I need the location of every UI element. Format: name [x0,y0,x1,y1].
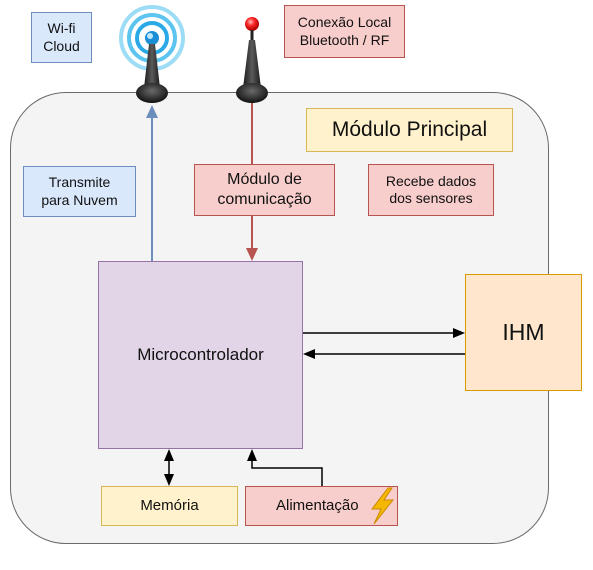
memory-block: Memória [101,486,238,526]
power-block: Alimentação [245,486,398,526]
lightning-icon [370,487,395,525]
module-title: Módulo Principal [306,108,513,152]
radio-antenna-icon [236,17,268,103]
ihm-block: IHM [465,274,582,391]
microcontroller-block: Microcontrolador [98,261,303,449]
wifi-antenna-icon [119,5,185,103]
